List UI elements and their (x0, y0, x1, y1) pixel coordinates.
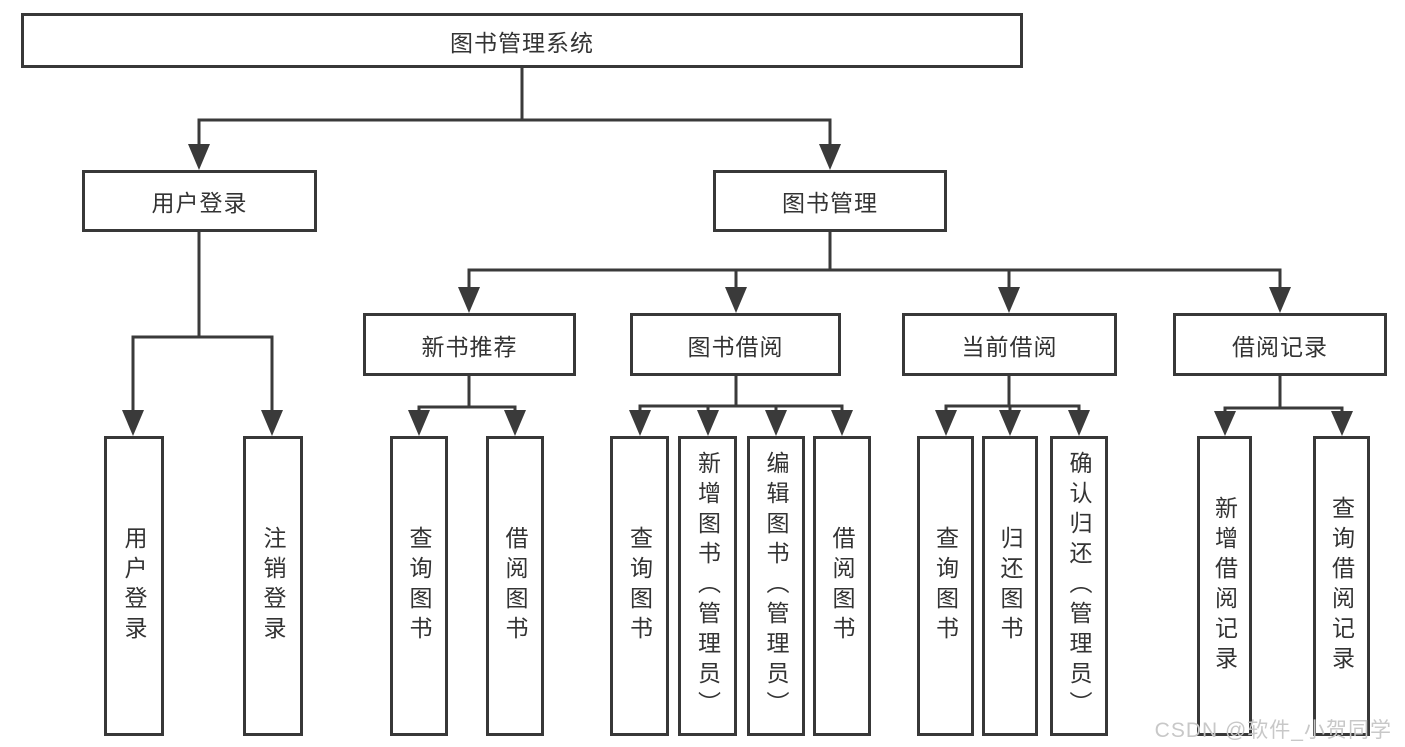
leaf-label: 查询借阅记录 (1328, 496, 1355, 676)
node-leaf-logout: 注销登录 (243, 436, 303, 736)
leaf-label: 查询图书 (406, 526, 432, 646)
watermark: CSDN @软件_小贺同学 (1154, 719, 1392, 742)
node-current-borrowing-label: 当前借阅 (961, 333, 1058, 360)
leaf-label: 注销登录 (260, 526, 286, 646)
node-leaf-edit-book-admin: 编辑图书（管理员） (747, 436, 805, 736)
leaf-label: 归还图书 (997, 526, 1023, 646)
node-user-login: 用户登录 (82, 170, 317, 232)
node-new-book-recommend: 新书推荐 (363, 313, 576, 376)
node-leaf-query-books-3: 查询图书 (917, 436, 974, 736)
leaf-label: 借阅图书 (829, 526, 855, 646)
node-book-borrowing: 图书借阅 (630, 313, 841, 376)
node-leaf-confirm-return-admin: 确认归还（管理员） (1050, 436, 1108, 736)
node-leaf-return-books: 归还图书 (982, 436, 1038, 736)
node-leaf-add-book-admin: 新增图书（管理员） (678, 436, 737, 736)
leaf-label: 确认归还（管理员） (1066, 451, 1092, 721)
node-leaf-query-books-1: 查询图书 (390, 436, 448, 736)
leaf-label: 新增借阅记录 (1211, 496, 1238, 676)
leaf-label: 用户登录 (121, 526, 147, 646)
node-book-management: 图书管理 (713, 170, 947, 232)
node-current-borrowing: 当前借阅 (902, 313, 1117, 376)
node-leaf-user-login: 用户登录 (104, 436, 164, 736)
node-book-management-label: 图书管理 (782, 190, 878, 216)
leaf-label: 查询图书 (932, 526, 959, 646)
node-leaf-add-borrow-record: 新增借阅记录 (1197, 436, 1252, 736)
node-user-login-label: 用户登录 (151, 190, 248, 216)
leaf-label: 新增图书（管理员） (694, 451, 721, 721)
leaf-label: 查询图书 (626, 526, 653, 646)
node-borrowing-records: 借阅记录 (1173, 313, 1387, 376)
node-leaf-query-borrow-record: 查询借阅记录 (1313, 436, 1370, 736)
leaf-label: 借阅图书 (502, 526, 528, 646)
node-root: 图书管理系统 (21, 13, 1023, 68)
node-leaf-borrow-books-2: 借阅图书 (813, 436, 871, 736)
leaf-label: 编辑图书（管理员） (763, 451, 789, 721)
node-borrowing-records-label: 借阅记录 (1232, 333, 1328, 360)
node-root-label: 图书管理系统 (450, 29, 594, 56)
node-new-book-recommend-label: 新书推荐 (421, 333, 518, 360)
node-leaf-query-books-2: 查询图书 (610, 436, 669, 736)
node-leaf-borrow-books-1: 借阅图书 (486, 436, 544, 736)
node-book-borrowing-label: 图书借阅 (687, 333, 784, 360)
